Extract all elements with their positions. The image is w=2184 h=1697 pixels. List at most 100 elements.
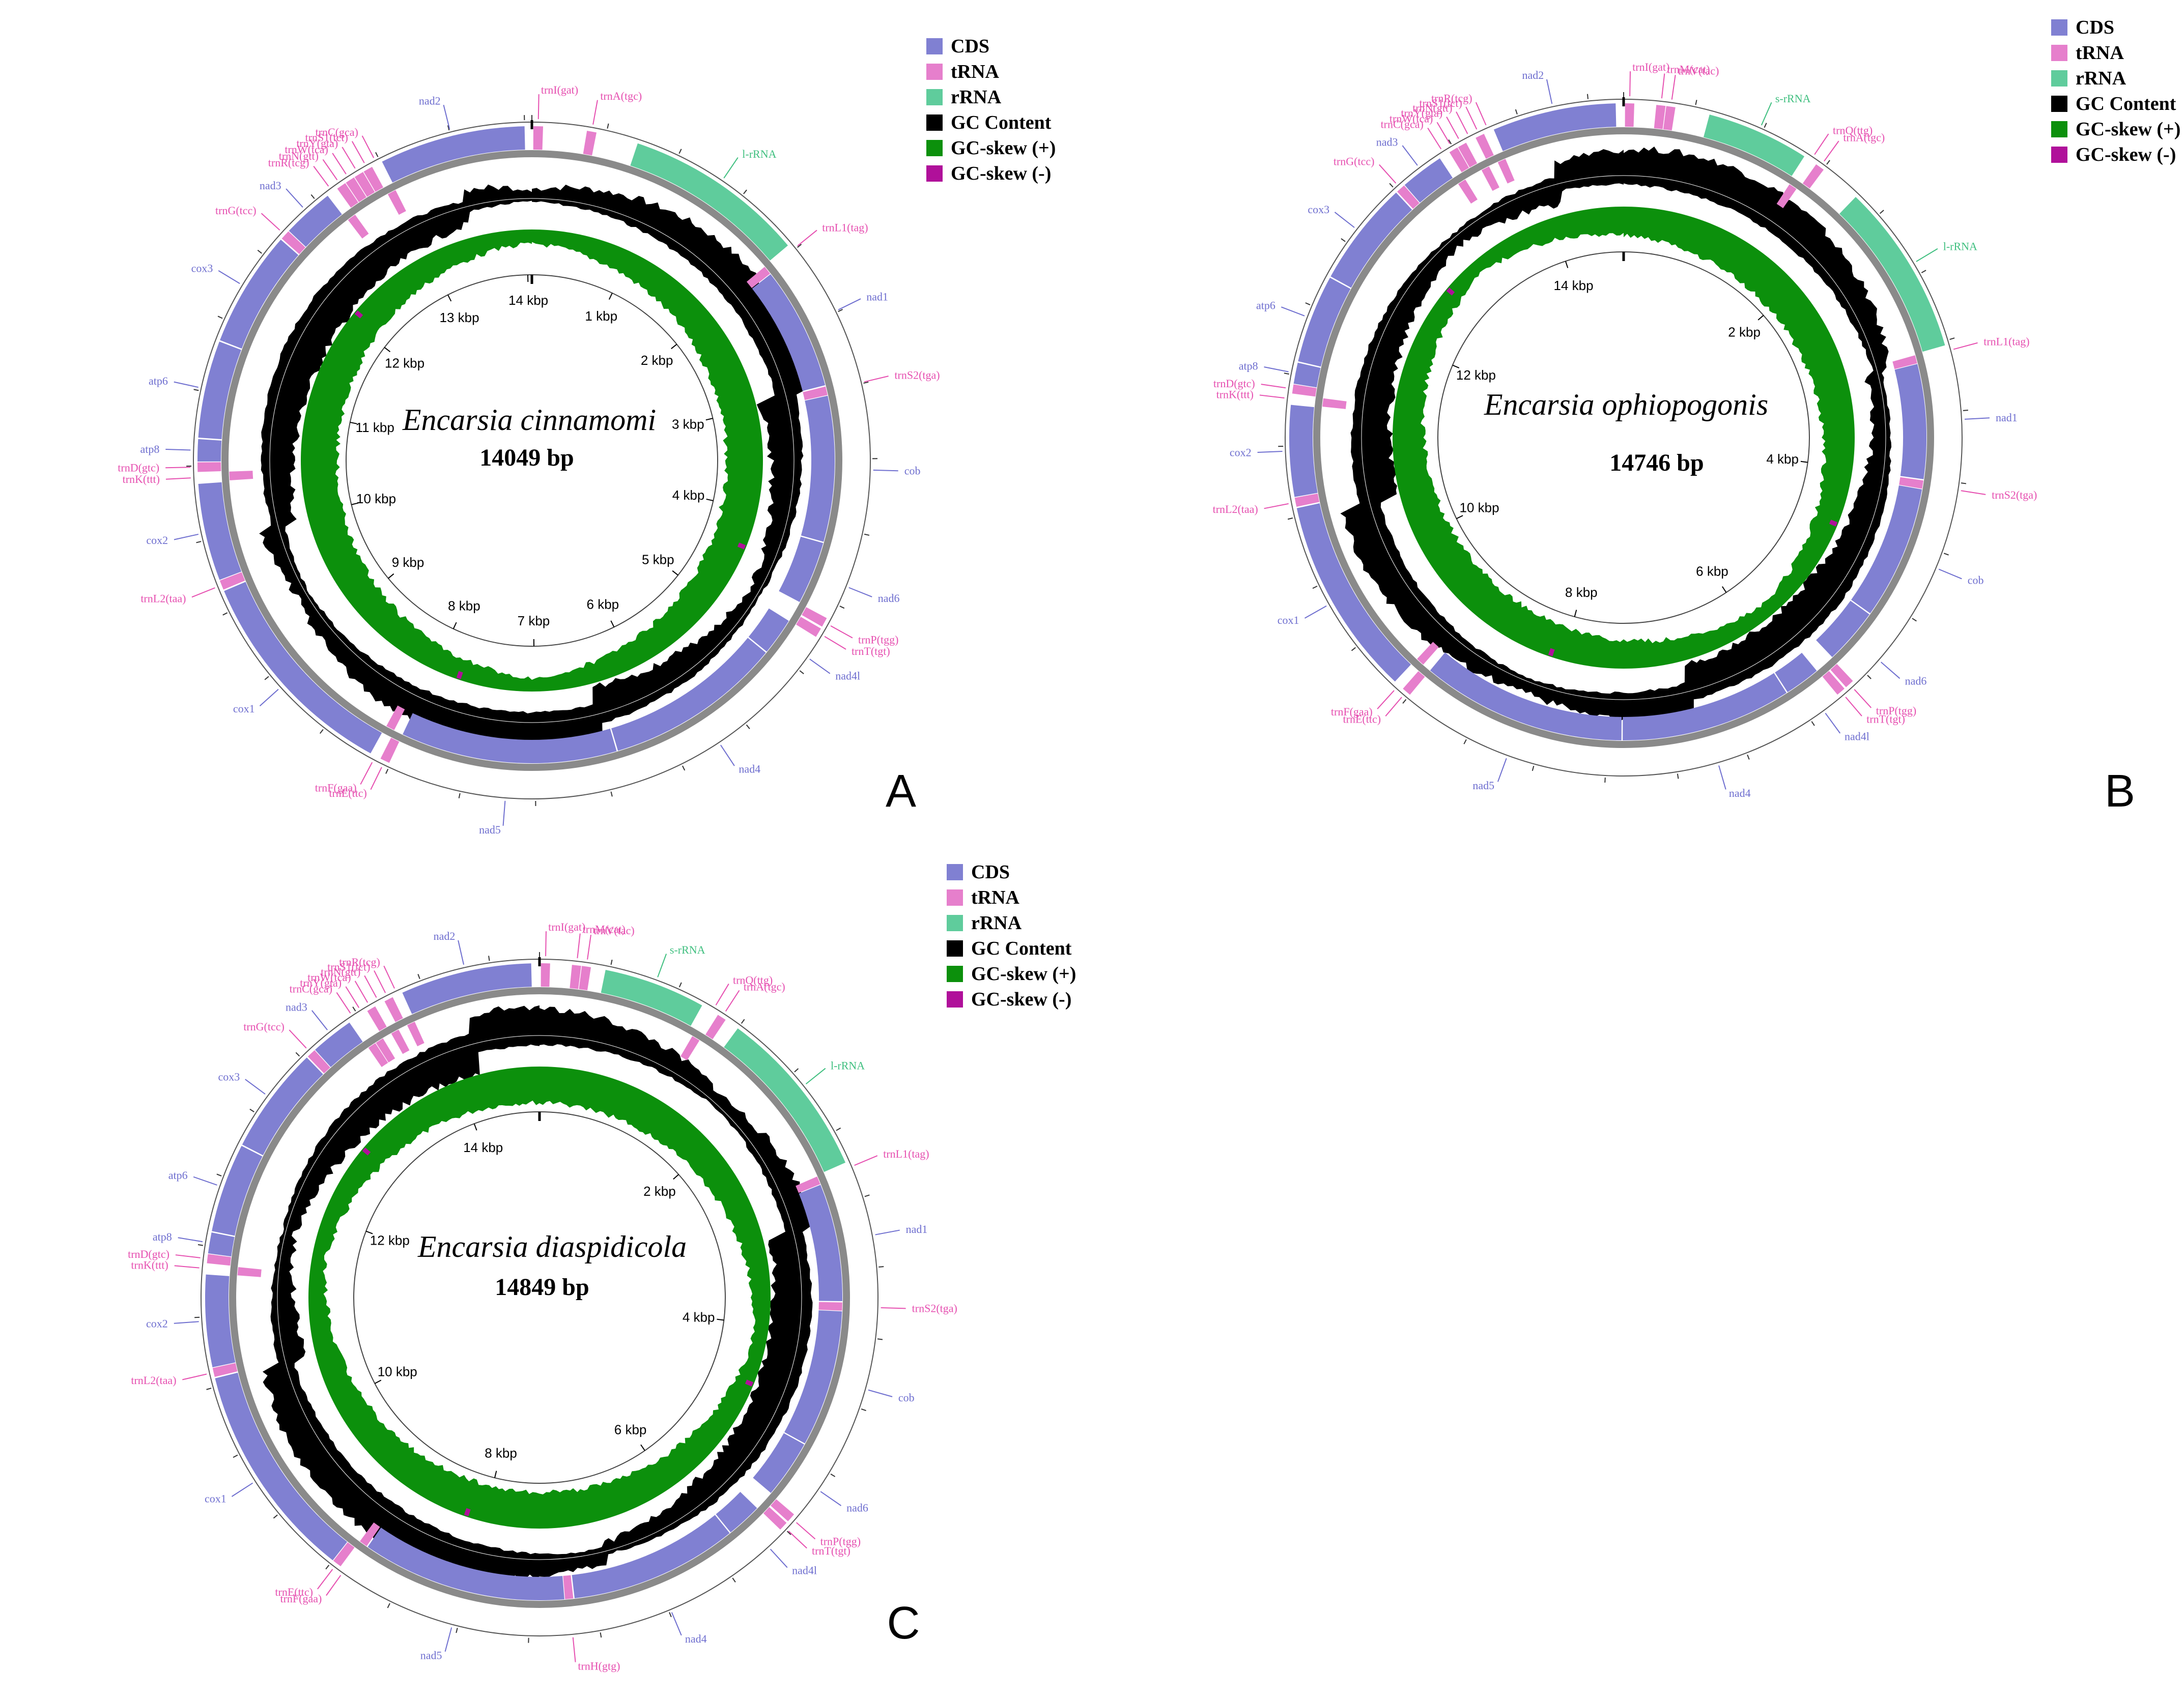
feature-nad4l [716, 1491, 757, 1533]
outer-tick [447, 125, 450, 131]
feature-nad1 [799, 1185, 842, 1301]
leader-trnd-gtc [165, 467, 191, 469]
gc-skew-negative-mark [737, 542, 746, 550]
label-cox2: cox2 [146, 1317, 168, 1330]
leader-nad6 [820, 1491, 842, 1506]
kbp-tick [374, 1379, 382, 1384]
panel-letter: A [886, 766, 916, 817]
leader-trna-tgc [1824, 140, 1839, 162]
leader-trnm-cat [1661, 73, 1665, 99]
outer-tick [669, 1612, 672, 1618]
legend-label-skew-neg: GC-skew (-) [951, 163, 1051, 184]
panel-letter: B [2105, 766, 2135, 817]
leader-cob [873, 469, 898, 472]
feature-trny-gta [376, 1038, 395, 1063]
gc-skew-negative-mark [354, 310, 363, 319]
outer-tick [458, 793, 461, 798]
outer-tick [1531, 766, 1535, 771]
leader-l-rrna [1916, 248, 1938, 262]
legend-swatch-gc-content [926, 114, 943, 131]
feature-trnr-tcg [1497, 159, 1515, 184]
outer-tick [682, 765, 686, 771]
outer-tick [1811, 721, 1815, 726]
kbp-tick-label: 1 kbp [585, 308, 617, 324]
label-s-rrna: s-rRNA [1775, 92, 1811, 105]
leader-cox3 [1334, 212, 1355, 228]
leader-trnp-tgg [796, 1522, 816, 1540]
legend-label-skew-pos: GC-skew (+) [2076, 119, 2180, 140]
feature-trns1-tct [1476, 134, 1494, 159]
label-trnc-gca: trnC(gca) [316, 126, 358, 138]
outer-tick [1389, 183, 1394, 188]
legend-swatch-skew-neg [947, 991, 963, 1008]
outer-tick [797, 244, 802, 248]
leader-trnc-gca [1427, 127, 1442, 150]
label-trnr-tcg: trnR(tcg) [1431, 92, 1472, 105]
feature-trnq-ttg [1776, 184, 1797, 209]
label-nad2: nad2 [434, 930, 456, 942]
feature-trnt-tgt [796, 617, 821, 637]
leader-trnr-tcg [313, 166, 329, 187]
feature-l-rrna [724, 1028, 846, 1172]
label-trns2-tga: trnS2(tga) [912, 1302, 957, 1315]
legend-label-rrna: rRNA [951, 87, 1002, 108]
kbp-tick-label: 3 kbp [672, 416, 704, 432]
leader-nad5 [444, 1627, 452, 1652]
feature-cob [801, 395, 835, 542]
leader-nad4l [1825, 712, 1841, 734]
label-atp8: atp8 [153, 1230, 172, 1243]
kbp-tick-label: 2 kbp [643, 1184, 676, 1199]
label-atp8: atp8 [140, 443, 159, 455]
leader-trny-gta [345, 986, 360, 1008]
leader-cox3 [218, 270, 240, 284]
leader-nad6 [848, 587, 872, 597]
legend-label-skew-pos: GC-skew (+) [971, 963, 1076, 985]
feature-trng-tcc [1397, 185, 1420, 209]
feature-nad3 [315, 1022, 363, 1068]
leader-cox1 [259, 688, 279, 707]
label-trnm-cat: trnM(cat) [1667, 63, 1710, 76]
feature-trnw-tca [1449, 147, 1469, 172]
outer-tick [1943, 553, 1949, 556]
kbp-tick [673, 1174, 679, 1180]
leader-cox3 [245, 1079, 266, 1095]
kbp-tick [672, 570, 678, 576]
leader-trns1-tct [1465, 106, 1478, 130]
feature-trnl1-tag [796, 1176, 820, 1193]
legend-swatch-trna [2051, 45, 2067, 61]
feature-trnl2-taa [1294, 493, 1320, 507]
feature-nad4l [1775, 652, 1817, 693]
kbp-tick-label: 6 kbp [614, 1422, 647, 1437]
outer-tick [352, 1006, 356, 1012]
leader-trnk-ttt [1259, 394, 1285, 399]
feature-nad1 [752, 274, 826, 391]
gc-skew-negative-mark [1829, 520, 1838, 527]
legend-label-skew-pos: GC-skew (+) [951, 137, 1056, 159]
outer-tick [1921, 270, 1926, 273]
leader-trns1-tct [374, 970, 386, 993]
feature-l-rrna [630, 143, 788, 261]
label-trna-tgc: trnA(tgc) [1843, 131, 1885, 144]
label-trnn-gtt: trnN(gtt) [1412, 101, 1452, 114]
feature-trnc-gca [368, 1043, 388, 1068]
feature-trne-ttc [333, 1542, 355, 1567]
outer-tick [385, 768, 389, 774]
outer-tick [1463, 739, 1467, 744]
outer-tick [193, 389, 199, 391]
outer-tick [1341, 238, 1346, 242]
legend-swatch-trna [947, 889, 963, 906]
legend-label-skew-neg: GC-skew (-) [2076, 144, 2176, 165]
feature-atp8 [208, 1232, 235, 1257]
leader-nad1 [875, 1229, 900, 1235]
feature-atp6 [212, 1145, 263, 1236]
leader-nad4 [720, 744, 735, 766]
leader-nad5 [502, 800, 506, 826]
label-trns2-tga: trnS2(tga) [1992, 488, 2037, 501]
feature-trny-gta [1458, 142, 1478, 168]
feature-trne-ttc [380, 737, 400, 763]
leader-atp6 [1281, 306, 1305, 317]
feature-trna-tgc [705, 1015, 726, 1040]
leader-trnt-tgt [824, 636, 846, 650]
leader-trna-tgc [725, 990, 740, 1012]
